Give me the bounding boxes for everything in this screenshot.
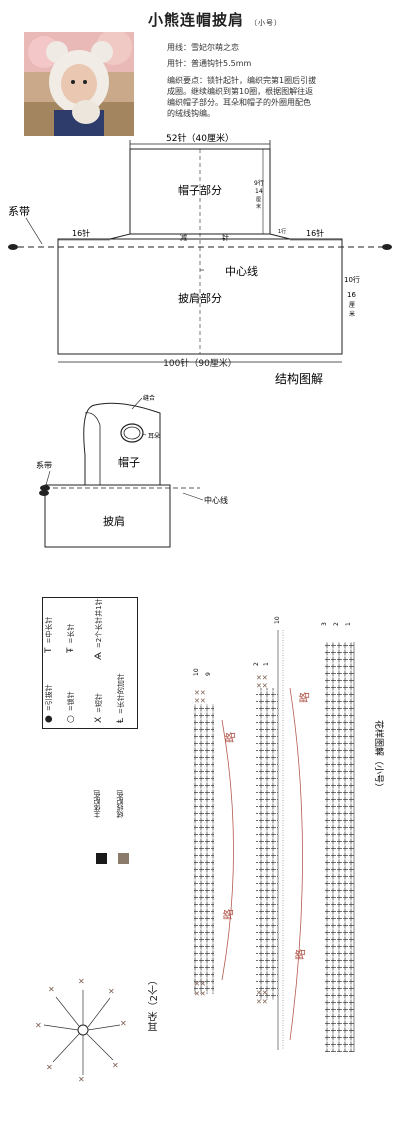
sketch-center-label: 中心线 [204, 495, 228, 505]
ear-center-ring [77, 1024, 89, 1036]
decrease-label-2: 针 [222, 233, 229, 242]
knitting-notes: 编织要点：锁针起针，编织完第1圈后引拔 成圈。继续编织到第10圈，根据图解往返 … [167, 76, 317, 118]
cape-sketch-label: 披肩 [103, 514, 125, 528]
legend-single-crochet: X=短针 [94, 693, 104, 723]
cape-height-unit2: 米 [349, 310, 355, 318]
svg-text:✕: ✕ [35, 1021, 42, 1030]
left-row-10: 10 [193, 668, 200, 676]
mid-chart-body [256, 688, 278, 1000]
svg-text:✕: ✕ [112, 1061, 119, 1070]
left-x-marks: ✕✕✕✕ ✕✕✕✕ [194, 689, 206, 998]
svg-text:✕✕: ✕✕ [194, 697, 206, 705]
sketch-tie-end-2 [39, 490, 49, 496]
cape-height-num: 16 [347, 291, 356, 299]
svg-text:✕: ✕ [78, 977, 85, 986]
left-chart-body [194, 704, 214, 994]
assembly-sketch: 缝合 耳朵 帽子 系带 披肩 中心线 [36, 394, 228, 548]
structure-caption: 结构图解 [275, 371, 323, 386]
svg-text:✕✕: ✕✕ [256, 674, 268, 682]
hook-info: 用针：普通钩针5.5mm [167, 59, 252, 68]
omit-mark-4: 略 [293, 949, 307, 960]
legend-double: Ŧ=长针 [66, 624, 76, 654]
svg-text:✕: ✕ [120, 1019, 127, 1028]
legend-slip-stitch: ●=引拔针 [44, 684, 54, 723]
bottom-width-label: 100针（90厘米） [163, 357, 237, 369]
left-arc [221, 719, 234, 981]
decrease-row-label: 1行 [278, 228, 286, 235]
cape-label: 披肩部分 [178, 291, 222, 305]
right-stitch-count: 16针 [306, 228, 324, 238]
omit-mark-1: 略 [223, 732, 237, 743]
sketch-tie-end-1 [40, 485, 50, 491]
size-tag: （小号） [250, 19, 283, 27]
legend-double-decrease: Ѧ=2个长针并1针 [94, 598, 104, 660]
tie-label: 系带 [8, 205, 30, 218]
tie-end-left [8, 244, 18, 250]
top-width-label: 52针（40厘米） [166, 132, 234, 144]
omit-mark-2: 略 [221, 909, 235, 920]
mid-x-marks: ✕✕✕✕ ✕✕✕✕ [256, 674, 268, 1006]
hood-height-unit2: 米 [256, 203, 261, 210]
ear-spokes [43, 990, 121, 1075]
legend-chain-stitch: ○=锁针 [66, 691, 76, 723]
left-row-9: 9 [205, 672, 212, 676]
ear-ring [120, 423, 144, 443]
svg-text:✕✕: ✕✕ [194, 980, 206, 988]
ear-chart: ✕ ✕ ✕ ✕ ✕ ✕ ✕ ✕ [35, 977, 127, 1084]
mid-row-1: 1 [263, 662, 270, 666]
svg-text:✕: ✕ [46, 1063, 53, 1072]
ear-title: 耳朵（2个） [149, 975, 160, 1032]
hood-sketch-label: 帽子 [118, 456, 140, 469]
yarn-info: 用线：雪妃尔萌之恋 [167, 43, 239, 52]
contrast-color-label: 绒线配色 [116, 790, 124, 818]
cape-height-unit1: 厘 [349, 302, 355, 309]
cape-height-rows: 10行 [344, 275, 360, 284]
hood-height-num: 14 [255, 188, 263, 195]
hood-height-rows: 9行 [254, 179, 264, 187]
page-title: 小熊连帽披肩（小号） [148, 11, 283, 29]
svg-text:✕: ✕ [48, 985, 55, 994]
mid-arc [289, 687, 303, 1041]
ear-label: 耳朵 [148, 433, 160, 440]
main-color-swatch [96, 853, 107, 864]
svg-text:✕✕: ✕✕ [256, 989, 268, 997]
svg-text:✕✕: ✕✕ [256, 998, 268, 1006]
legend-double-increase: Ⱡ=长针的加针 [116, 673, 126, 723]
left-stitch-count: 16针 [72, 228, 90, 238]
svg-text:✕✕: ✕✕ [256, 682, 268, 690]
omit-mark-3: 略 [297, 692, 311, 703]
seam-label: 缝合 [143, 394, 155, 402]
structure-diagram: 52针（40厘米） 帽子部分 9行 14 厘 米 减 针 1行 系带 16针 1… [8, 132, 392, 386]
right-row-1: 1 [345, 622, 352, 626]
symbol-legend: ●=引拔针 ○=锁针 X=短针 Ⱡ=长针的加针 T=中长针 Ŧ=长针 Ѧ=2个长… [42, 597, 138, 729]
legend-half-double: T=中长针 [44, 617, 54, 654]
right-chart-body [324, 642, 354, 1052]
mid-top-row: 10 [274, 616, 281, 624]
legend-graphics: ●=引拔针 ○=锁针 X=短针 Ⱡ=长针的加针 T=中长针 Ŧ=长针 Ѧ=2个长… [44, 598, 126, 723]
hood-height-unit1: 厘 [256, 197, 261, 203]
pattern-chart: ✕✕✕✕ ✕✕✕✕ 10 9 略 略 ✕✕✕✕ ✕✕✕✕ 2 1 10 略 略 … [193, 616, 385, 1052]
right-row-3: 3 [321, 622, 328, 626]
child-photo [24, 32, 134, 136]
photo-illustration [24, 32, 134, 136]
mid-row-2: 2 [253, 662, 260, 666]
center-line-label: 中心线 [225, 264, 258, 278]
sketch-tie-label: 系带 [36, 460, 52, 470]
svg-text:✕: ✕ [108, 987, 115, 996]
contrast-color-swatch [118, 853, 129, 864]
svg-text:✕: ✕ [78, 1075, 85, 1084]
right-row-2: 2 [333, 622, 340, 626]
svg-text:✕✕: ✕✕ [194, 990, 206, 998]
ear-x-marks: ✕ ✕ ✕ ✕ ✕ ✕ ✕ ✕ [35, 977, 127, 1084]
hood-label: 帽子部分 [178, 183, 222, 197]
pattern-title: 花样图解（小号） [373, 720, 385, 792]
decrease-label: 减 [180, 233, 187, 242]
main-color-label: 主体配色 [93, 790, 101, 818]
svg-text:✕✕: ✕✕ [194, 689, 206, 697]
tie-end-right [382, 244, 392, 250]
